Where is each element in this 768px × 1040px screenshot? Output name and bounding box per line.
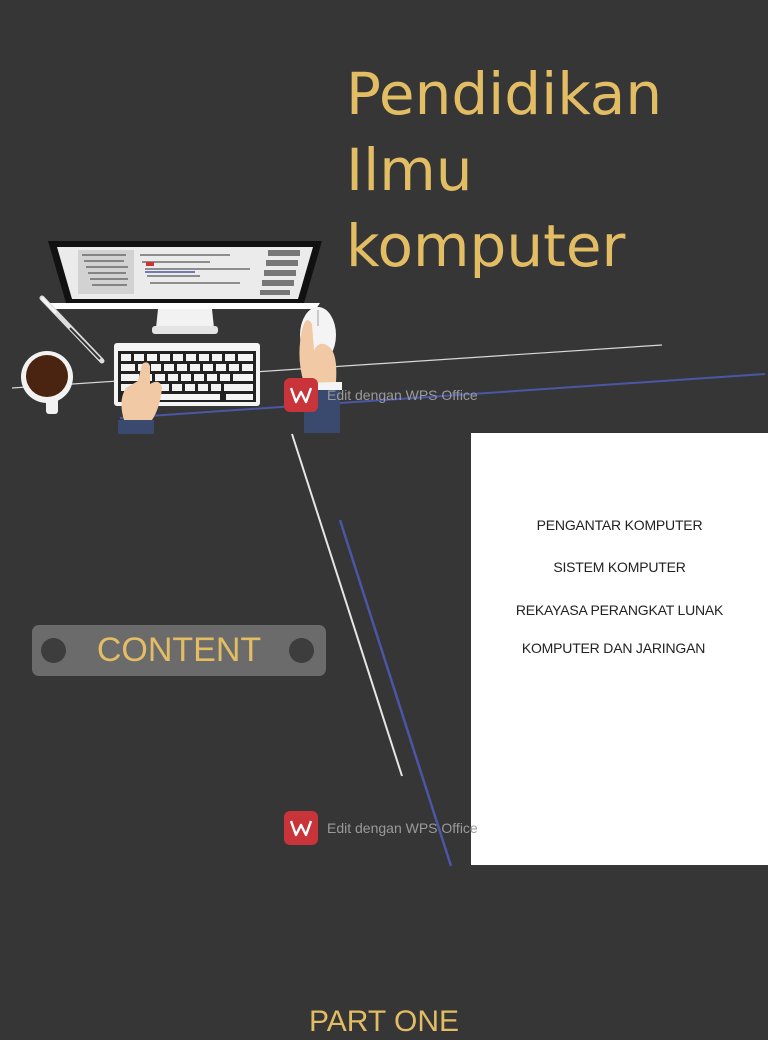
content-item[interactable]: SISTEM KOMPUTER <box>553 559 686 575</box>
mouse-hand-icon <box>299 307 342 433</box>
wps-watermark: Edit dengan WPS Office <box>284 811 478 845</box>
coffee-cup-icon <box>21 351 73 414</box>
part-heading: PART ONE <box>308 1005 460 1038</box>
watermark-text: Edit dengan WPS Office <box>327 820 478 836</box>
typing-hand-icon <box>118 362 162 434</box>
content-item[interactable]: KOMPUTER DAN JARINGAN <box>521 640 706 656</box>
title-line-3: komputer <box>346 212 626 280</box>
content-button[interactable]: CONTENT <box>32 625 326 676</box>
button-dot-left <box>41 638 66 663</box>
contents-panel: PENGANTAR KOMPUTER SISTEM KOMPUTER REKAY… <box>471 433 768 865</box>
content-item[interactable]: PENGANTAR KOMPUTER <box>536 517 703 533</box>
computer-desk-illustration <box>21 241 342 434</box>
wps-office-logo-icon <box>284 811 318 845</box>
content-item[interactable]: REKAYASA PERANGKAT LUNAK <box>515 602 724 618</box>
watermark-text: Edit dengan WPS Office <box>327 387 478 403</box>
wps-watermark: Edit dengan WPS Office <box>284 378 478 412</box>
page-title: Pendidikan Ilmu komputer <box>346 56 662 284</box>
monitor-icon <box>48 241 322 334</box>
title-line-2: Ilmu <box>346 136 473 204</box>
content-button-label: CONTENT <box>96 631 262 669</box>
button-dot-right <box>289 638 314 663</box>
wps-office-logo-icon <box>284 378 318 412</box>
title-line-1: Pendidikan <box>346 60 663 128</box>
keyboard-icon <box>114 343 260 406</box>
pen-icon <box>39 295 105 364</box>
